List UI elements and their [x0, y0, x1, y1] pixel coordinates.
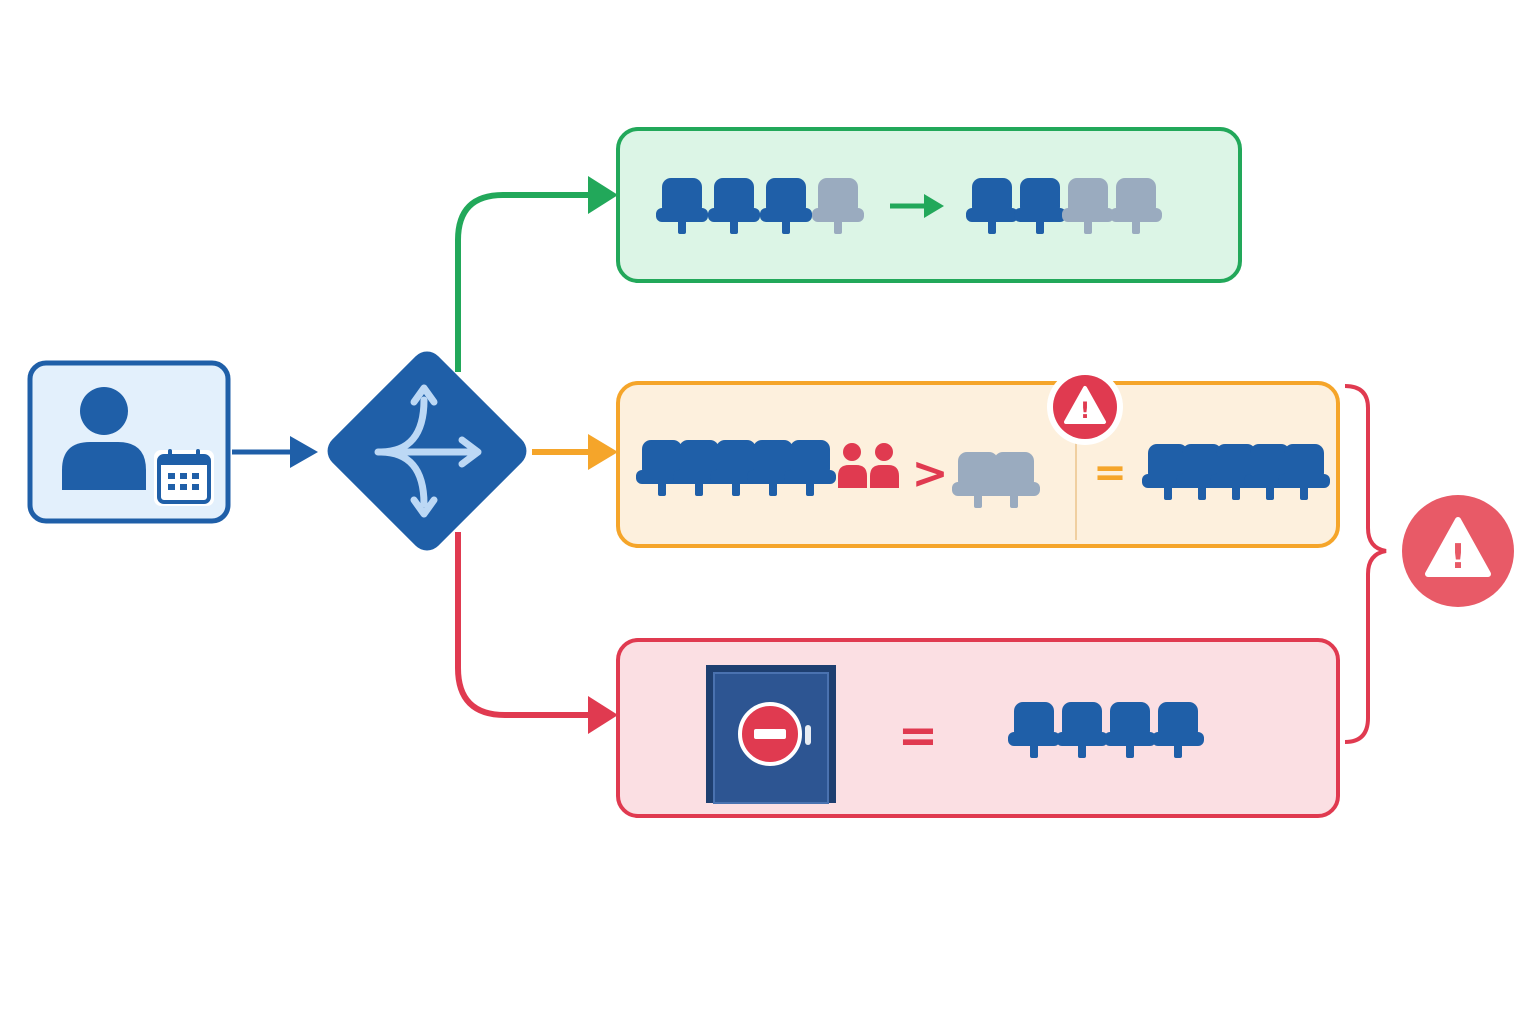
risk-bracket — [1344, 384, 1387, 744]
overbooked-current-seat-filled — [784, 440, 836, 496]
overbooked-equals-operator: = — [1093, 450, 1127, 496]
closed-result-seat-filled — [1104, 702, 1156, 758]
available-after-seat-filled — [966, 178, 1018, 234]
warning-mark: ! — [1450, 537, 1466, 577]
available-after-seat-empty — [1062, 178, 1114, 234]
available-before-seat-empty — [812, 178, 864, 234]
closed-result-seat-filled — [1008, 702, 1060, 758]
seat-rows — [636, 178, 1330, 758]
closed-arrowhead — [588, 696, 618, 734]
closed-branch-connector — [455, 532, 594, 718]
requester-arrowhead — [290, 436, 318, 468]
overbooked-warning-badge: ! — [1047, 369, 1123, 445]
risk-warning-badge: ! — [1402, 495, 1514, 607]
requester-node — [27, 360, 231, 524]
available-before-seat-filled — [760, 178, 812, 234]
available-before-seat-filled — [708, 178, 760, 234]
no-entry-door-icon — [706, 665, 836, 804]
available-after-seat-empty — [1110, 178, 1162, 234]
overbooked-demand-seat-empty — [988, 452, 1040, 508]
available-before-seat-filled — [656, 178, 708, 234]
warning-triangle-icon — [1425, 517, 1491, 577]
closed-equals-operator: = — [898, 708, 938, 764]
closed-result-seat-filled — [1152, 702, 1204, 758]
connectors — [232, 176, 618, 734]
warning-mark: ! — [1080, 399, 1090, 424]
available-branch-connector — [455, 192, 594, 372]
greater-than-operator: > — [912, 448, 949, 499]
overbooked-result-seat-filled — [1278, 444, 1330, 500]
warning-triangle-icon — [1064, 386, 1106, 424]
available-after-seat-filled — [1014, 178, 1066, 234]
decision-node — [327, 351, 527, 551]
person-icon — [62, 387, 146, 490]
calendar-icon — [154, 449, 214, 506]
branching-arrows-icon — [374, 384, 482, 518]
available-arrow-operator — [890, 194, 944, 218]
closed-result-seat-filled — [1056, 702, 1108, 758]
people-group-icon — [838, 443, 899, 488]
overbooked-arrowhead — [588, 434, 618, 470]
available-arrowhead — [588, 176, 618, 214]
